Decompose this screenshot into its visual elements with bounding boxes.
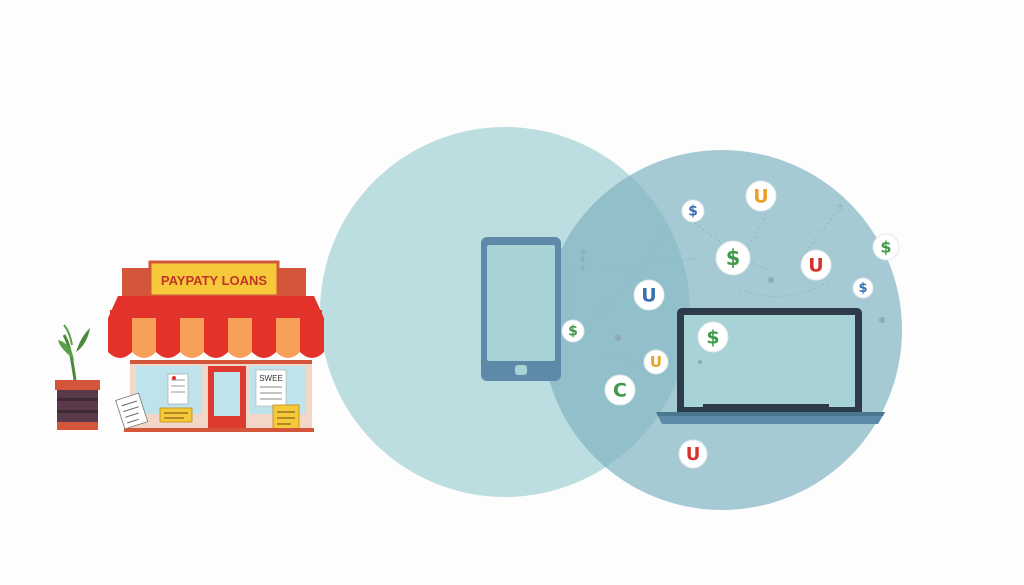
awning-stripe — [276, 318, 300, 358]
currency-coin-icon: U — [633, 279, 665, 311]
dollar-coin-icon: $ — [681, 199, 705, 223]
laptop-icon — [656, 308, 885, 424]
coin-glyph: U — [686, 444, 701, 465]
awning-stripe — [228, 318, 252, 358]
currency-coin-icon: U — [745, 180, 777, 212]
awning-stripe — [132, 318, 156, 358]
coin-glyph: U — [808, 254, 823, 276]
coin-glyph: U — [641, 284, 656, 306]
awning-stripe — [108, 318, 132, 358]
awning-stripe — [252, 318, 276, 358]
dollar-coin-icon: $ — [697, 321, 729, 353]
currency-coin-icon: U — [678, 439, 708, 469]
decorative-dots — [615, 277, 885, 364]
payday-loan-storefront: PAYPATY LOANS SWEE — [55, 260, 324, 432]
coin-glyph: U — [753, 185, 768, 207]
window-poster — [255, 369, 287, 407]
dollar-coin-icon: $ — [715, 240, 751, 276]
dollar-coin-icon: $ — [872, 233, 900, 261]
currency-coin-icon: C — [604, 374, 636, 406]
coin-glyph: $ — [858, 281, 867, 296]
phone-side-label: ॐ≡ ≡ — [578, 248, 587, 271]
yellow-notice-left — [159, 407, 193, 423]
potted-plant-icon — [55, 324, 100, 430]
awning-stripe — [300, 318, 324, 358]
coin-glyph: $ — [688, 204, 698, 220]
awning-stripe — [204, 318, 228, 358]
awning-stripe — [156, 318, 180, 358]
coin-glyph: $ — [726, 246, 741, 270]
currency-coins: U $ U $ $ U $ $ $ U C U — [561, 180, 900, 469]
currency-coin-icon: U — [643, 349, 669, 375]
dollar-coin-icon: $ — [852, 277, 874, 299]
coin-glyph: U — [650, 353, 662, 371]
awning-stripe — [180, 318, 204, 358]
dollar-coin-icon: $ — [561, 319, 585, 343]
smartphone-icon — [481, 237, 561, 381]
coin-glyph: $ — [706, 326, 719, 348]
store-awning — [108, 296, 324, 358]
coin-glyph: C — [613, 379, 627, 401]
coin-glyph: $ — [880, 237, 891, 256]
store-sign-label: PAYPATY LOANS — [161, 273, 268, 288]
coin-glyph: $ — [568, 324, 578, 340]
paper-document-icon — [115, 392, 149, 430]
currency-coin-icon: U — [800, 249, 832, 281]
window-poster-label: SWEE — [259, 374, 283, 383]
